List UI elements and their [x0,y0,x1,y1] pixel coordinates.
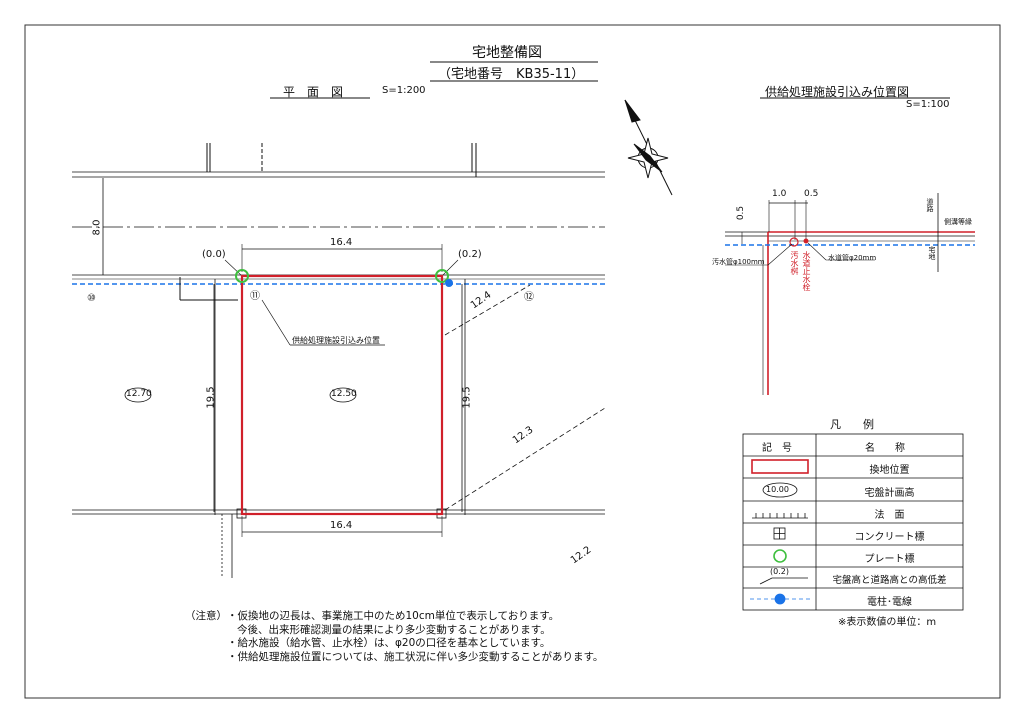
legend-leader-text: (0.2) [770,567,789,576]
plan-title: 平 面 図 [283,85,344,99]
lot-number: ⑩ [87,293,96,304]
dim-right-label: 19.5 [461,386,473,409]
road-side-label: 道路 [926,198,934,212]
legend-row-name: 宅盤計画高 [864,488,915,499]
detail-dim-b: 0.5 [804,189,819,199]
service-inlet-callout: 供給処理施設引込み位置 [292,336,380,345]
legend-ellipse-symbol [762,482,798,498]
water-pipe-label: 水道管φ20mm [828,254,877,262]
detail-title: 供給処理施設引込み位置図 [765,85,910,99]
legend-row-name: 換地位置 [869,465,910,476]
detail-dim-a: 1.0 [772,189,787,199]
dim-bottom-label: 16.4 [330,520,353,531]
corner-height-right: (0.2) [458,249,482,260]
plan-view [72,143,606,578]
elevation-label: 12.50 [331,389,357,399]
legend-plate-symbol [773,549,787,563]
detail-view [725,193,975,395]
legend-header-name: 名 称 [865,443,905,454]
legend-slope-symbol [755,513,806,518]
legend-lot-symbol [751,459,809,474]
detail-scale: S=1:100 [906,99,950,110]
dim-left-label: 19.5 [205,386,217,409]
plate-marker-icon [235,269,249,283]
north-arrow-icon [624,99,673,196]
legend-row-name: プレート標 [864,554,915,565]
note-line: 今後、出来形確認測量の結果により多少変動することがあります。 [237,623,551,636]
legend-row-name: 電柱･電線 [867,597,912,608]
drawing-subtitle: （宅地番号 KB35-11） [438,67,585,82]
plan-scale: S=1:200 [382,85,426,96]
plate-marker-icon [435,269,449,283]
road-width-label: 8.0 [91,219,103,236]
sewer-pipe-label: 汚水管φ100mm [712,258,765,266]
detail-dim-c: 0.5 [736,205,747,221]
lot-boundary [240,274,444,516]
elevation-label: 12.70 [126,389,152,399]
legend-row-name: コンクリート標 [854,532,925,543]
note-line: ・給水施設（給水管、止水栓）は、φ20の口径を基本としています。 [227,637,551,649]
legend-title: 凡 例 [830,418,874,431]
utility-pole-icon [445,279,453,287]
drawing-title: 宅地整備図 [472,45,542,61]
water-valve-label: 水道止水栓 [802,251,811,291]
notes: （注意） ・仮換地の辺長は、事業施工中のため10cm単位で表示しております。 今… [185,610,603,664]
legend-leader-symbol [759,577,808,585]
elevation-ellipse [124,387,152,403]
legend-pole-symbol [774,593,786,605]
sewer-basin-label: 汚水桝 [790,251,799,275]
lot-number: ⑫ [524,292,534,303]
dim-top-label: 16.4 [330,237,353,248]
unit-note: ※表示数値の単位：m [838,617,937,628]
note-line: ・供給処理施設位置については、施工状況に伴い多少変動することがあります。 [227,650,604,663]
elevation-ellipse [329,387,357,403]
lot-number: ⑪ [250,291,260,302]
legend-row-name: 法 面 [874,510,905,521]
notes-label: （注意） [185,610,227,622]
edge-label: 側溝等縁 [944,218,972,226]
legend-row-name: 宅盤高と道路高との高低差 [832,575,947,586]
corner-height-left: (0.0) [202,249,226,260]
lot-side-label: 宅地 [928,246,936,260]
legend-ellipse-text: 10.00 [766,485,789,494]
note-line: ・仮換地の辺長は、事業施工中のため10cm単位で表示しております。 [227,610,560,622]
sheet-border [24,24,1001,699]
legend-table [742,433,964,611]
legend-header-symbol: 記 号 [762,443,792,454]
